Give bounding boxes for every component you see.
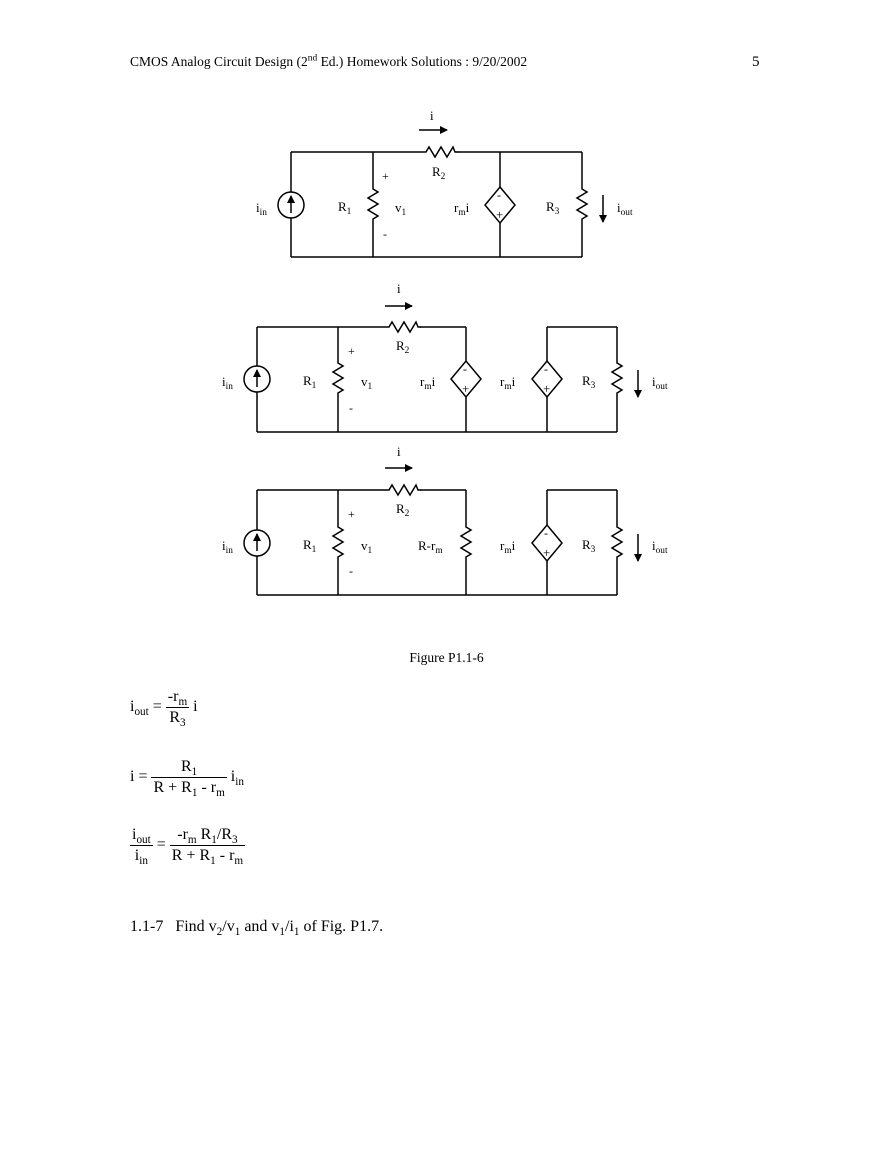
iin-label: iin — [222, 538, 233, 556]
iout-label: iout — [617, 200, 633, 218]
current-source — [277, 191, 305, 219]
current-source — [243, 365, 271, 393]
eq3-rhs-fraction: -rm R1/R3 R + R1 - rm — [169, 826, 246, 868]
rmi-label: rmi — [500, 538, 516, 556]
current-i-label: i — [397, 444, 401, 459]
resistor-r3 — [610, 359, 624, 399]
r2-label: R2 — [432, 164, 446, 182]
equation-ratio: iout iin = -rm R1/R3 R + R1 - rm — [130, 826, 246, 868]
eq2-tail: iin — [230, 768, 244, 789]
eq1-lhs: iout — [130, 698, 149, 719]
resistor-r2 — [385, 320, 421, 334]
dep-source-plus: + — [543, 381, 550, 396]
resistor-r2 — [385, 483, 421, 497]
rmi-label: rmi — [454, 200, 470, 218]
dep-source-minus: - — [544, 362, 548, 376]
iout-label: iout — [652, 374, 668, 392]
dep-source-plus: + — [462, 381, 469, 396]
v1-minus: - — [349, 401, 353, 415]
resistor-r3 — [610, 523, 624, 563]
r-minus-rm-label: R-rm — [418, 538, 443, 556]
equation-iout: iout = -rm R3 i — [130, 688, 198, 730]
v1-plus: + — [348, 344, 355, 358]
v1-plus: + — [348, 507, 355, 521]
r2-label: R2 — [396, 338, 410, 356]
equation-i: i = R1 R + R1 - rm iin — [130, 758, 244, 800]
problem-statement: 1.1-7 Find v2/v1 and v1/i1 of Fig. P1.7. — [130, 918, 384, 939]
resistor-r3 — [575, 185, 589, 225]
eq1-equals: = — [152, 698, 162, 716]
dep-source-plus: + — [496, 207, 503, 222]
r3-label: R3 — [582, 537, 596, 555]
rmi-label: rmi — [420, 374, 436, 392]
problem-number: 1.1-7 — [130, 918, 164, 935]
r3-label: R3 — [582, 373, 596, 391]
dep-source-minus: - — [497, 188, 501, 202]
v1-plus: + — [382, 169, 389, 183]
header-title-pre: CMOS Analog Circuit Design (2 — [130, 54, 308, 69]
r1-label: R1 — [338, 199, 352, 217]
r2-label: R2 — [396, 501, 410, 519]
r1-label: R1 — [303, 537, 317, 555]
current-source — [243, 529, 271, 557]
eq1-tail: i — [193, 698, 198, 716]
rmi-label-2: rmi — [500, 374, 516, 392]
iout-label: iout — [652, 538, 668, 556]
resistor-r1 — [331, 523, 345, 563]
current-i-label: i — [397, 281, 401, 296]
iin-label: iin — [222, 374, 233, 392]
r1-label: R1 — [303, 373, 317, 391]
eq3-equals: = — [156, 836, 166, 854]
resistor-r1 — [331, 359, 345, 399]
page-header: CMOS Analog Circuit Design (2nd Ed.) Hom… — [130, 54, 527, 70]
resistor-r-minus-rm — [459, 523, 473, 563]
eq2-lhs: i = — [130, 768, 148, 786]
v1-label: v1 — [395, 200, 407, 218]
dep-source-minus: - — [463, 362, 467, 376]
resistor-r1 — [366, 185, 380, 225]
current-i-label: i — [430, 108, 434, 123]
iin-label: iin — [256, 200, 267, 218]
resistor-r2 — [422, 145, 458, 159]
v1-label: v1 — [361, 538, 373, 556]
figure-caption: Figure P1.1-6 — [409, 650, 484, 665]
problem-text: Find v2/v1 and v1/i1 of Fig. P1.7. — [175, 918, 384, 939]
dep-source-minus: - — [544, 526, 548, 540]
dep-source-plus: + — [543, 545, 550, 560]
v1-label: v1 — [361, 374, 373, 392]
page-number: 5 — [752, 54, 760, 70]
eq3-lhs-fraction: iout iin — [130, 826, 153, 868]
header-title-sup: nd — [307, 53, 318, 64]
r3-label: R3 — [546, 199, 560, 217]
eq1-fraction: -rm R3 — [165, 688, 190, 730]
v1-minus: - — [383, 227, 387, 241]
header-title-post: Ed.) Homework Solutions : 9/20/2002 — [317, 54, 528, 69]
eq2-fraction: R1 R + R1 - rm — [151, 758, 227, 800]
v1-minus: - — [349, 564, 353, 578]
